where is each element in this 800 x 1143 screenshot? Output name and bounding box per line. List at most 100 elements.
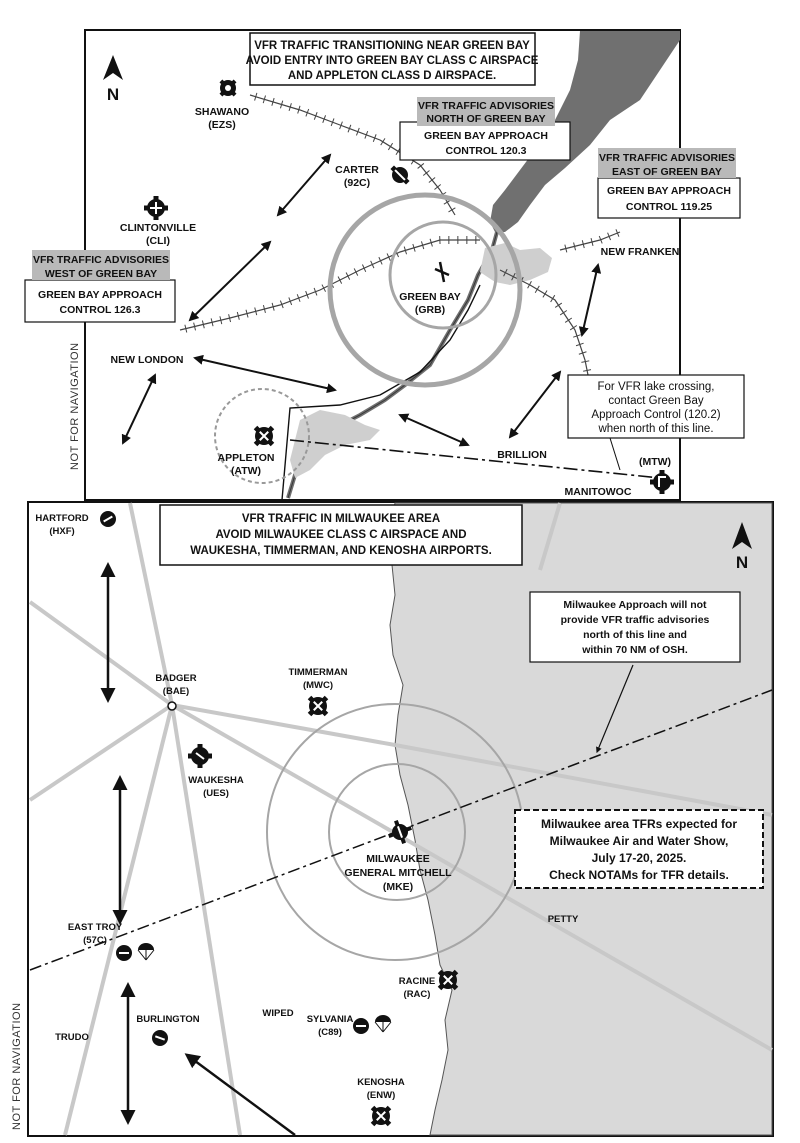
lake-crossing-note: For VFR lake crossing, contact Green Bay… <box>567 374 745 439</box>
label-milwaukee-id: (MKE) <box>383 881 413 893</box>
railroad-tick <box>387 142 394 151</box>
railroad-tick <box>201 320 205 329</box>
railroad-tick <box>607 232 612 241</box>
advisory-north-header-2: NORTH OF GREEN BAY <box>426 113 545 125</box>
tfr-note-line-2: Milwaukee Air and Water Show, <box>550 834 729 848</box>
railroad-tick <box>321 284 326 292</box>
railroad-tick <box>305 290 309 299</box>
label-brillion: BRILLION <box>497 449 547 461</box>
route-lines <box>28 502 773 1136</box>
approach-note-box: Milwaukee Approach will not provide VFR … <box>529 591 741 663</box>
railroad-tick <box>583 369 592 372</box>
label-timmerman: TIMMERMAN <box>288 667 347 678</box>
approach-note-line-1: Milwaukee Approach will not <box>563 599 707 611</box>
not-for-navigation-top: NOT FOR NAVIGATION <box>69 342 81 470</box>
advisory-east-header-2: EAST OF GREEN BAY <box>612 166 722 178</box>
bottom-title-line-3: WAUKESHA, TIMMERMAN, AND KENOSHA AIRPORT… <box>190 545 492 557</box>
arrow-burlington-approach <box>184 1053 296 1137</box>
railroad-tick <box>271 302 275 311</box>
railroad-tick <box>386 253 391 261</box>
tfr-note-line-1: Milwaukee area TFRs expected for <box>541 817 737 831</box>
label-timmerman-id: (MWC) <box>303 680 333 691</box>
arrow-new-franken-south <box>578 263 602 337</box>
tfr-note-box: Milwaukee area TFRs expected for Milwauk… <box>514 809 764 889</box>
approach-note-pointer <box>596 664 634 754</box>
railroad-tick <box>313 287 318 296</box>
airport-east-troy-icon <box>116 945 132 961</box>
railroad-tick <box>378 256 383 265</box>
airport-burlington-icon <box>152 1030 168 1046</box>
railroad-tick <box>550 294 556 303</box>
green-bay-class-c-inner-ring <box>388 220 498 330</box>
railroad-tick <box>347 124 352 133</box>
arrow-appleton-brillion <box>398 413 470 447</box>
label-racine: RACINE <box>399 976 435 987</box>
railroad-tick <box>573 242 577 251</box>
lake-crossing-line <box>289 439 661 479</box>
tfr-note-line-3: July 17-20, 2025. <box>592 851 687 865</box>
railroad-tick <box>564 317 573 323</box>
railroad-tick <box>581 360 590 363</box>
railroad-tick <box>581 240 585 249</box>
label-milwaukee: MILWAUKEE <box>366 853 430 865</box>
airport-kenosha-icon <box>370 1105 392 1127</box>
railroad-tick <box>527 281 532 289</box>
railroad-tick <box>288 103 292 112</box>
airport-carter-icon <box>390 165 410 185</box>
railroad-tick <box>569 325 578 331</box>
railroad-tick <box>345 272 351 280</box>
railroad-tick <box>422 170 430 176</box>
railroad-tick <box>262 95 266 104</box>
north-arrow-top: N <box>103 55 123 104</box>
advisory-north-header-1: VFR TRAFFIC ADVISORIES <box>418 100 554 112</box>
parachute-sylvania-icon <box>374 1015 392 1033</box>
north-label-bottom: N <box>736 553 748 572</box>
top-title-line-3: AND APPLETON CLASS D AIRSPACE. <box>288 70 496 82</box>
railroad-tick <box>615 229 620 237</box>
label-badger-id: (BAE) <box>163 686 189 697</box>
railroad-tick <box>417 163 425 169</box>
railroad-tick <box>370 260 375 269</box>
railroad-tick <box>434 184 442 190</box>
railroad-tick <box>279 300 284 309</box>
milwaukee-class-c-inner-ring <box>328 763 466 901</box>
label-appleton-id: (ATW) <box>231 465 261 477</box>
north-arrow-bottom: N <box>732 522 752 572</box>
railroad-tick <box>297 105 301 114</box>
railroad-tick <box>288 297 293 306</box>
label-mtw: (MTW) <box>639 456 671 468</box>
railroad-tick <box>403 246 408 255</box>
lake-note-line-3: Approach Control (120.2) <box>591 409 720 421</box>
label-trudo: TRUDO <box>55 1032 89 1043</box>
railroad-tick <box>353 268 359 276</box>
railroad-tick <box>503 268 508 277</box>
railroad-tick <box>254 92 258 101</box>
advisory-east-body-2: CONTROL 119.25 <box>626 201 712 213</box>
not-for-navigation-bottom: NOT FOR NAVIGATION <box>11 1002 23 1130</box>
advisory-west-body-2: CONTROL 126.3 <box>60 304 141 316</box>
railroad-tick <box>305 108 310 117</box>
label-burlington: BURLINGTON <box>136 1014 199 1025</box>
bottom-title-line-2: AVOID MILWAUKEE CLASS C AIRSPACE AND <box>215 529 466 541</box>
airport-clintonville-icon <box>144 196 168 220</box>
railroad-tick <box>598 235 603 244</box>
label-new-london: NEW LONDON <box>111 354 184 366</box>
airport-appleton-icon <box>253 425 275 447</box>
airport-green-bay-icon <box>434 261 450 283</box>
label-clintonville: CLINTONVILLE <box>120 222 196 234</box>
bottom-title-line-1: VFR TRAFFIC IN MILWAUKEE AREA <box>242 513 440 525</box>
railroad-tick <box>542 290 548 298</box>
label-new-franken: NEW FRANKEN <box>601 246 680 258</box>
advisory-east-header-1: VFR TRAFFIC ADVISORIES <box>599 152 735 164</box>
railroad-tick <box>339 121 343 130</box>
airport-racine-icon <box>437 969 459 991</box>
tfr-note-line-4: Check NOTAMs for TFR details. <box>549 868 729 882</box>
advisory-north-body-2: CONTROL 120.3 <box>446 145 527 157</box>
railroad-tick <box>296 294 301 302</box>
railroad-tick <box>428 177 436 183</box>
railroad-tick <box>184 324 188 333</box>
label-waukesha-id: (UES) <box>203 788 229 799</box>
label-kenosha: KENOSHA <box>357 1077 405 1088</box>
railroad-tick <box>361 264 367 273</box>
